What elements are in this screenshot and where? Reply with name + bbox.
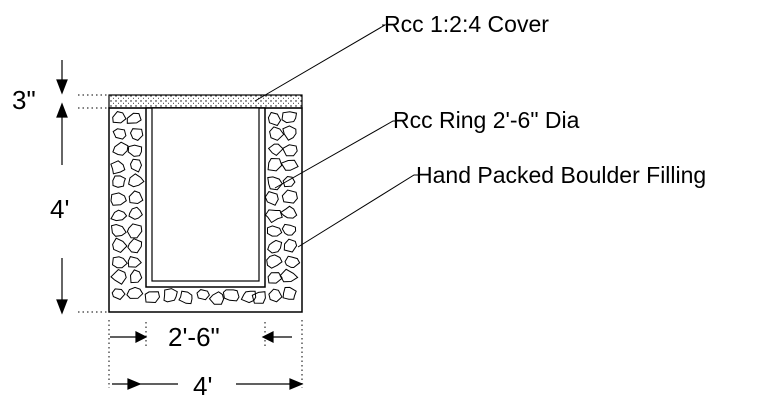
boulder-stone	[111, 288, 126, 301]
boulder-stone	[267, 111, 282, 127]
boulder-stone	[127, 256, 142, 268]
boulder-stone	[267, 157, 283, 172]
boulder-stone	[281, 189, 298, 204]
boulder-stone	[110, 209, 128, 222]
boulder-stone	[112, 111, 127, 124]
boulder-stone	[267, 225, 283, 237]
boulder-stone	[112, 128, 127, 140]
boulder-stone	[126, 112, 142, 124]
boulder-stone	[269, 126, 285, 141]
vertical-dimension-lines	[56, 60, 68, 315]
boulder-stone	[264, 209, 283, 224]
boulder-stone	[267, 239, 283, 254]
extension-lines	[78, 94, 303, 388]
boulder-stone	[266, 254, 283, 269]
boulder-stone	[163, 288, 178, 303]
filling-leader-line	[297, 174, 418, 248]
boulder-stone	[128, 190, 144, 205]
boulder-stone	[127, 238, 143, 254]
rcc-cover-slab	[108, 94, 303, 109]
boulder-stone	[196, 289, 210, 301]
boulder-stone	[112, 237, 128, 253]
boulder-stone	[129, 158, 143, 173]
outer-width-label: 4'	[193, 371, 212, 401]
boulder-stone	[279, 268, 299, 283]
boulder-stone	[281, 223, 297, 236]
boulder-stone	[283, 238, 298, 253]
boulder-stone	[126, 286, 144, 299]
boulder-stone	[279, 205, 298, 219]
boulder-stone	[267, 272, 283, 284]
rcc-ring-inner-line	[151, 107, 260, 282]
filling-label: Hand Packed Boulder Filling	[416, 162, 706, 188]
boulder-stone	[208, 291, 225, 305]
boulder-stone	[127, 144, 143, 157]
boulder-stone	[282, 144, 298, 157]
boulder-stone	[282, 286, 297, 300]
boulder-stone	[112, 175, 127, 188]
boulder-stone	[112, 141, 129, 156]
boulder-stone	[110, 160, 126, 175]
boulder-stone	[144, 291, 161, 304]
boulder-stone	[178, 290, 193, 305]
boulder-stone	[222, 289, 240, 302]
boulder-stone	[284, 255, 301, 269]
ring-leader-line	[274, 120, 396, 189]
boulder-stone	[282, 125, 297, 141]
boulder-stone	[126, 223, 143, 239]
boulder-stone	[110, 223, 127, 237]
ring-label: Rcc Ring 2'-6" Dia	[393, 107, 580, 133]
boulder-stone	[282, 175, 296, 188]
horizontal-dimension-lines	[110, 331, 304, 390]
boulder-stone	[264, 191, 279, 206]
boulder-stone	[280, 159, 299, 171]
boulder-stone	[110, 192, 127, 206]
boulder-stone	[128, 173, 145, 188]
cover-thickness-label: 3"	[12, 85, 36, 115]
boulder-stone	[129, 269, 143, 284]
boulder-stone	[268, 288, 283, 303]
boulder-stone	[267, 176, 283, 191]
boulder-stone	[128, 206, 143, 220]
boulder-stone	[111, 256, 128, 269]
cover-leader-line	[254, 24, 387, 102]
boulder-stone	[251, 291, 266, 304]
leader-lines	[254, 24, 418, 248]
inner-width-label: 2'-6"	[168, 322, 220, 352]
boulder-stone	[129, 128, 144, 141]
depth-label: 4'	[50, 194, 69, 224]
boulder-stone	[281, 111, 298, 124]
boulder-stone	[110, 269, 127, 285]
boulder-stone	[240, 290, 257, 304]
boulder-stone	[267, 143, 284, 157]
cover-label: Rcc 1:2:4 Cover	[384, 11, 549, 37]
